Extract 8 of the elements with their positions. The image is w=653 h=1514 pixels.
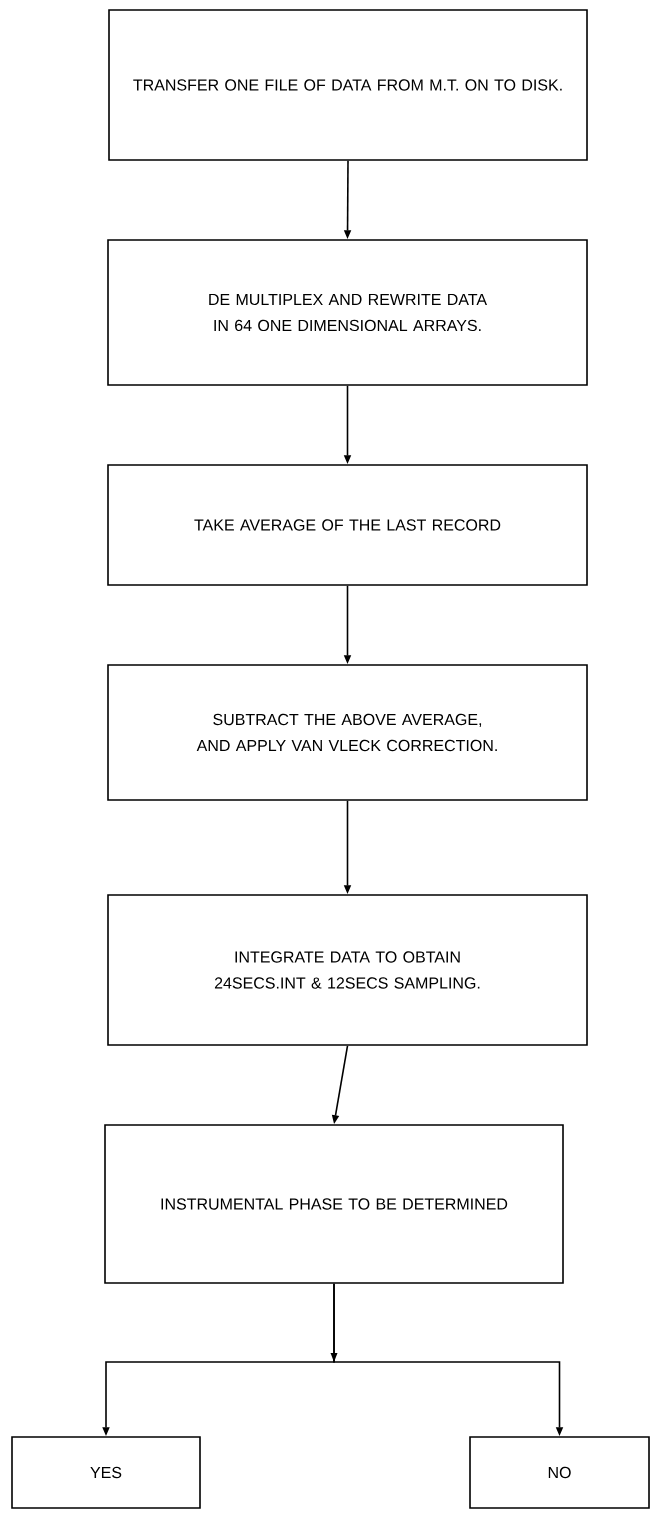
process-box: TAKE AVERAGE OF THE LAST RECORD xyxy=(107,464,588,586)
process-box: YES xyxy=(11,1436,201,1509)
process-box: INTEGRATE DATA TO OBTAIN 24SECS.INT & 12SECS SAMPLING. xyxy=(107,894,588,1046)
process-box: INSTRUMENTAL PHASE TO BE DETERMINED xyxy=(104,1124,564,1284)
process-box: DE MULTIPLEX AND REWRITE DATA IN 64 ONE DIMENSIONAL ARRAYS. xyxy=(107,239,588,386)
process-box: NO xyxy=(469,1436,650,1509)
process-box: SUBTRACT THE ABOVE AVERAGE, AND APPLY VAN VLECK CORRECTION. xyxy=(107,664,588,801)
process-box: TRANSFER ONE FILE OF DATA FROM M.T. ON TO DISK. xyxy=(108,9,588,161)
